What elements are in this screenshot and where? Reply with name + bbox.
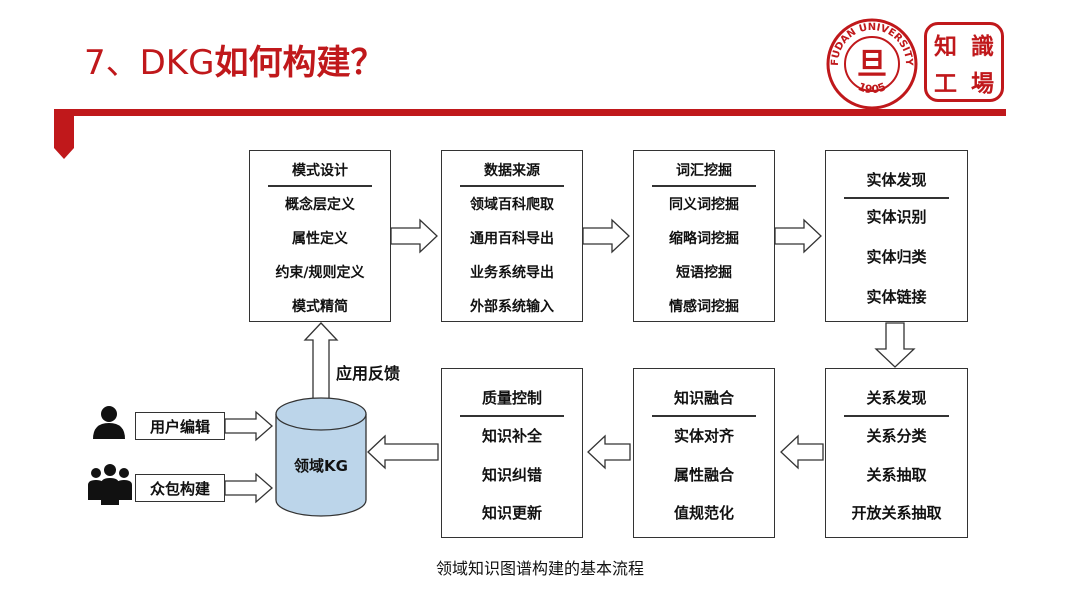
box-item: 领域百科爬取 bbox=[470, 197, 554, 213]
box-item: 缩略词挖掘 bbox=[669, 231, 739, 247]
box-item: 通用百科导出 bbox=[470, 231, 554, 247]
logo-char: 工 bbox=[934, 70, 957, 97]
box-title: 知识融合 bbox=[673, 389, 734, 407]
logo-char: 知 bbox=[934, 33, 957, 60]
seal-year-text: 1905 bbox=[856, 80, 888, 96]
box-item: 关系抽取 bbox=[866, 466, 927, 484]
box-item: 知识更新 bbox=[481, 504, 542, 522]
knowledge-graph-database bbox=[275, 397, 367, 517]
box-item: 模式精简 bbox=[292, 299, 348, 315]
box-title: 数据来源 bbox=[484, 163, 540, 179]
box-item: 短语挖掘 bbox=[676, 265, 732, 281]
zhishi-gongchang-logo: 知 識 工 場 bbox=[924, 22, 1004, 102]
arrow-user-edit-to-kg bbox=[224, 410, 273, 442]
box-divider bbox=[652, 185, 756, 187]
box-divider bbox=[460, 415, 564, 417]
box-title: 词汇挖掘 bbox=[676, 163, 732, 179]
page-title-prefix: 7、DKG bbox=[84, 43, 215, 83]
arrow-fusion-to-quality bbox=[587, 434, 631, 470]
box-divider bbox=[652, 415, 756, 417]
box-item: 属性定义 bbox=[292, 231, 348, 247]
box-item: 实体归类 bbox=[866, 248, 927, 266]
figure-caption: 领域知识图谱构建的基本流程 bbox=[435, 559, 644, 578]
application-feedback-label: 应用反馈 bbox=[336, 364, 401, 383]
box-title: 模式设计 bbox=[292, 163, 348, 179]
box-item: 知识补全 bbox=[481, 427, 542, 445]
box-item: 情感词挖掘 bbox=[669, 299, 739, 315]
box-title: 关系发现 bbox=[866, 389, 927, 407]
page-title-main: 如何构建？ bbox=[214, 43, 385, 83]
box-item: 外部系统输入 bbox=[470, 299, 554, 315]
box-divider bbox=[268, 185, 372, 187]
arrow-entity-to-relation bbox=[874, 322, 916, 368]
box-item: 知识纠错 bbox=[481, 466, 542, 484]
svg-text:1905: 1905 bbox=[856, 80, 888, 96]
box-title: 质量控制 bbox=[481, 389, 542, 407]
domain-kg-label: 领域KG bbox=[294, 457, 348, 475]
logo-char: 場 bbox=[971, 70, 994, 97]
crowdsource-build-tag: 众包构建 bbox=[135, 474, 225, 502]
arrow-sources-to-lexical bbox=[582, 218, 630, 254]
quality-control-box: 质量控制 知识补全 知识纠错 知识更新 bbox=[441, 368, 583, 538]
schema-design-box: 模式设计 概念层定义 属性定义 约束/规则定义 模式精简 bbox=[249, 150, 391, 322]
arrow-relation-to-fusion bbox=[780, 434, 824, 470]
user-edit-tag: 用户编辑 bbox=[135, 412, 225, 440]
data-sources-box: 数据来源 领域百科爬取 通用百科导出 业务系统导出 外部系统输入 bbox=[441, 150, 583, 322]
page-title: 7、DKG如何构建？ bbox=[84, 38, 384, 88]
user-icon bbox=[93, 406, 125, 439]
header-tab-marker bbox=[54, 116, 74, 148]
crowd-icon bbox=[88, 464, 132, 505]
arrow-lexical-to-entity bbox=[774, 218, 822, 254]
arrow-schema-to-sources bbox=[390, 218, 438, 254]
box-item: 同义词挖掘 bbox=[669, 197, 739, 213]
box-divider bbox=[844, 415, 949, 417]
box-item: 关系分类 bbox=[866, 427, 927, 445]
arrow-feedback-to-schema bbox=[303, 322, 339, 401]
header-rule bbox=[54, 109, 1006, 116]
arrow-quality-to-kg bbox=[367, 434, 439, 470]
box-item: 开放关系抽取 bbox=[851, 504, 942, 522]
fudan-university-seal: FUDAN UNIVERSITY 1905 旦 bbox=[826, 18, 918, 110]
box-item: 属性融合 bbox=[673, 466, 734, 484]
box-divider bbox=[460, 185, 564, 187]
box-title: 实体发现 bbox=[866, 171, 927, 189]
knowledge-fusion-box: 知识融合 实体对齐 属性融合 值规范化 bbox=[633, 368, 775, 538]
box-item: 值规范化 bbox=[673, 504, 734, 522]
header-tab-marker-tip bbox=[54, 148, 74, 159]
box-item: 概念层定义 bbox=[285, 197, 355, 213]
box-item: 实体对齐 bbox=[673, 427, 734, 445]
box-item: 实体链接 bbox=[866, 288, 927, 306]
box-item: 业务系统导出 bbox=[470, 265, 554, 281]
lexical-mining-box: 词汇挖掘 同义词挖掘 缩略词挖掘 短语挖掘 情感词挖掘 bbox=[633, 150, 775, 322]
box-divider bbox=[844, 197, 949, 199]
seal-center-text: 旦 bbox=[857, 47, 887, 82]
relation-discovery-box: 关系发现 关系分类 关系抽取 开放关系抽取 bbox=[825, 368, 968, 538]
arrow-crowd-to-kg bbox=[224, 472, 273, 504]
box-item: 实体识别 bbox=[866, 208, 927, 226]
entity-discovery-box: 实体发现 实体识别 实体归类 实体链接 bbox=[825, 150, 968, 322]
box-item: 约束/规则定义 bbox=[275, 265, 365, 281]
logo-char: 識 bbox=[971, 33, 994, 60]
